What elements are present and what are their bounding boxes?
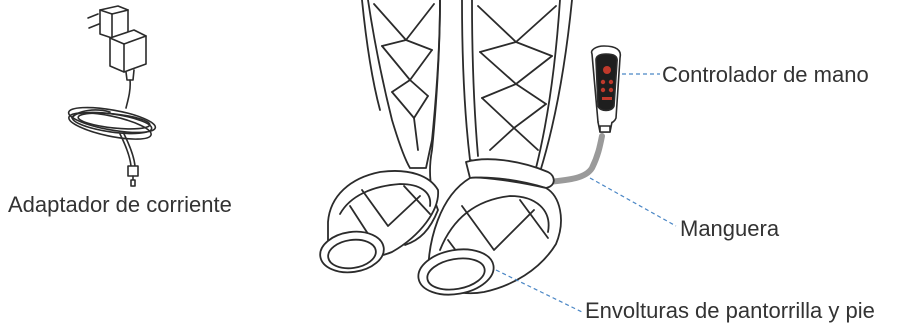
label-power-adapter: Adaptador de corriente: [8, 194, 232, 216]
label-leg-wraps: Envolturas de pantorrilla y pie: [585, 300, 875, 322]
air-hose-icon: [548, 136, 602, 182]
leg-wrap-left-icon: [318, 0, 440, 276]
leader-hose: [590, 178, 676, 226]
label-hand-controller: Controlador de mano: [662, 64, 869, 86]
label-hose: Manguera: [680, 218, 779, 240]
hand-controller-icon: [592, 46, 621, 132]
power-adapter-icon: [67, 6, 157, 186]
leader-wraps: [496, 270, 582, 312]
